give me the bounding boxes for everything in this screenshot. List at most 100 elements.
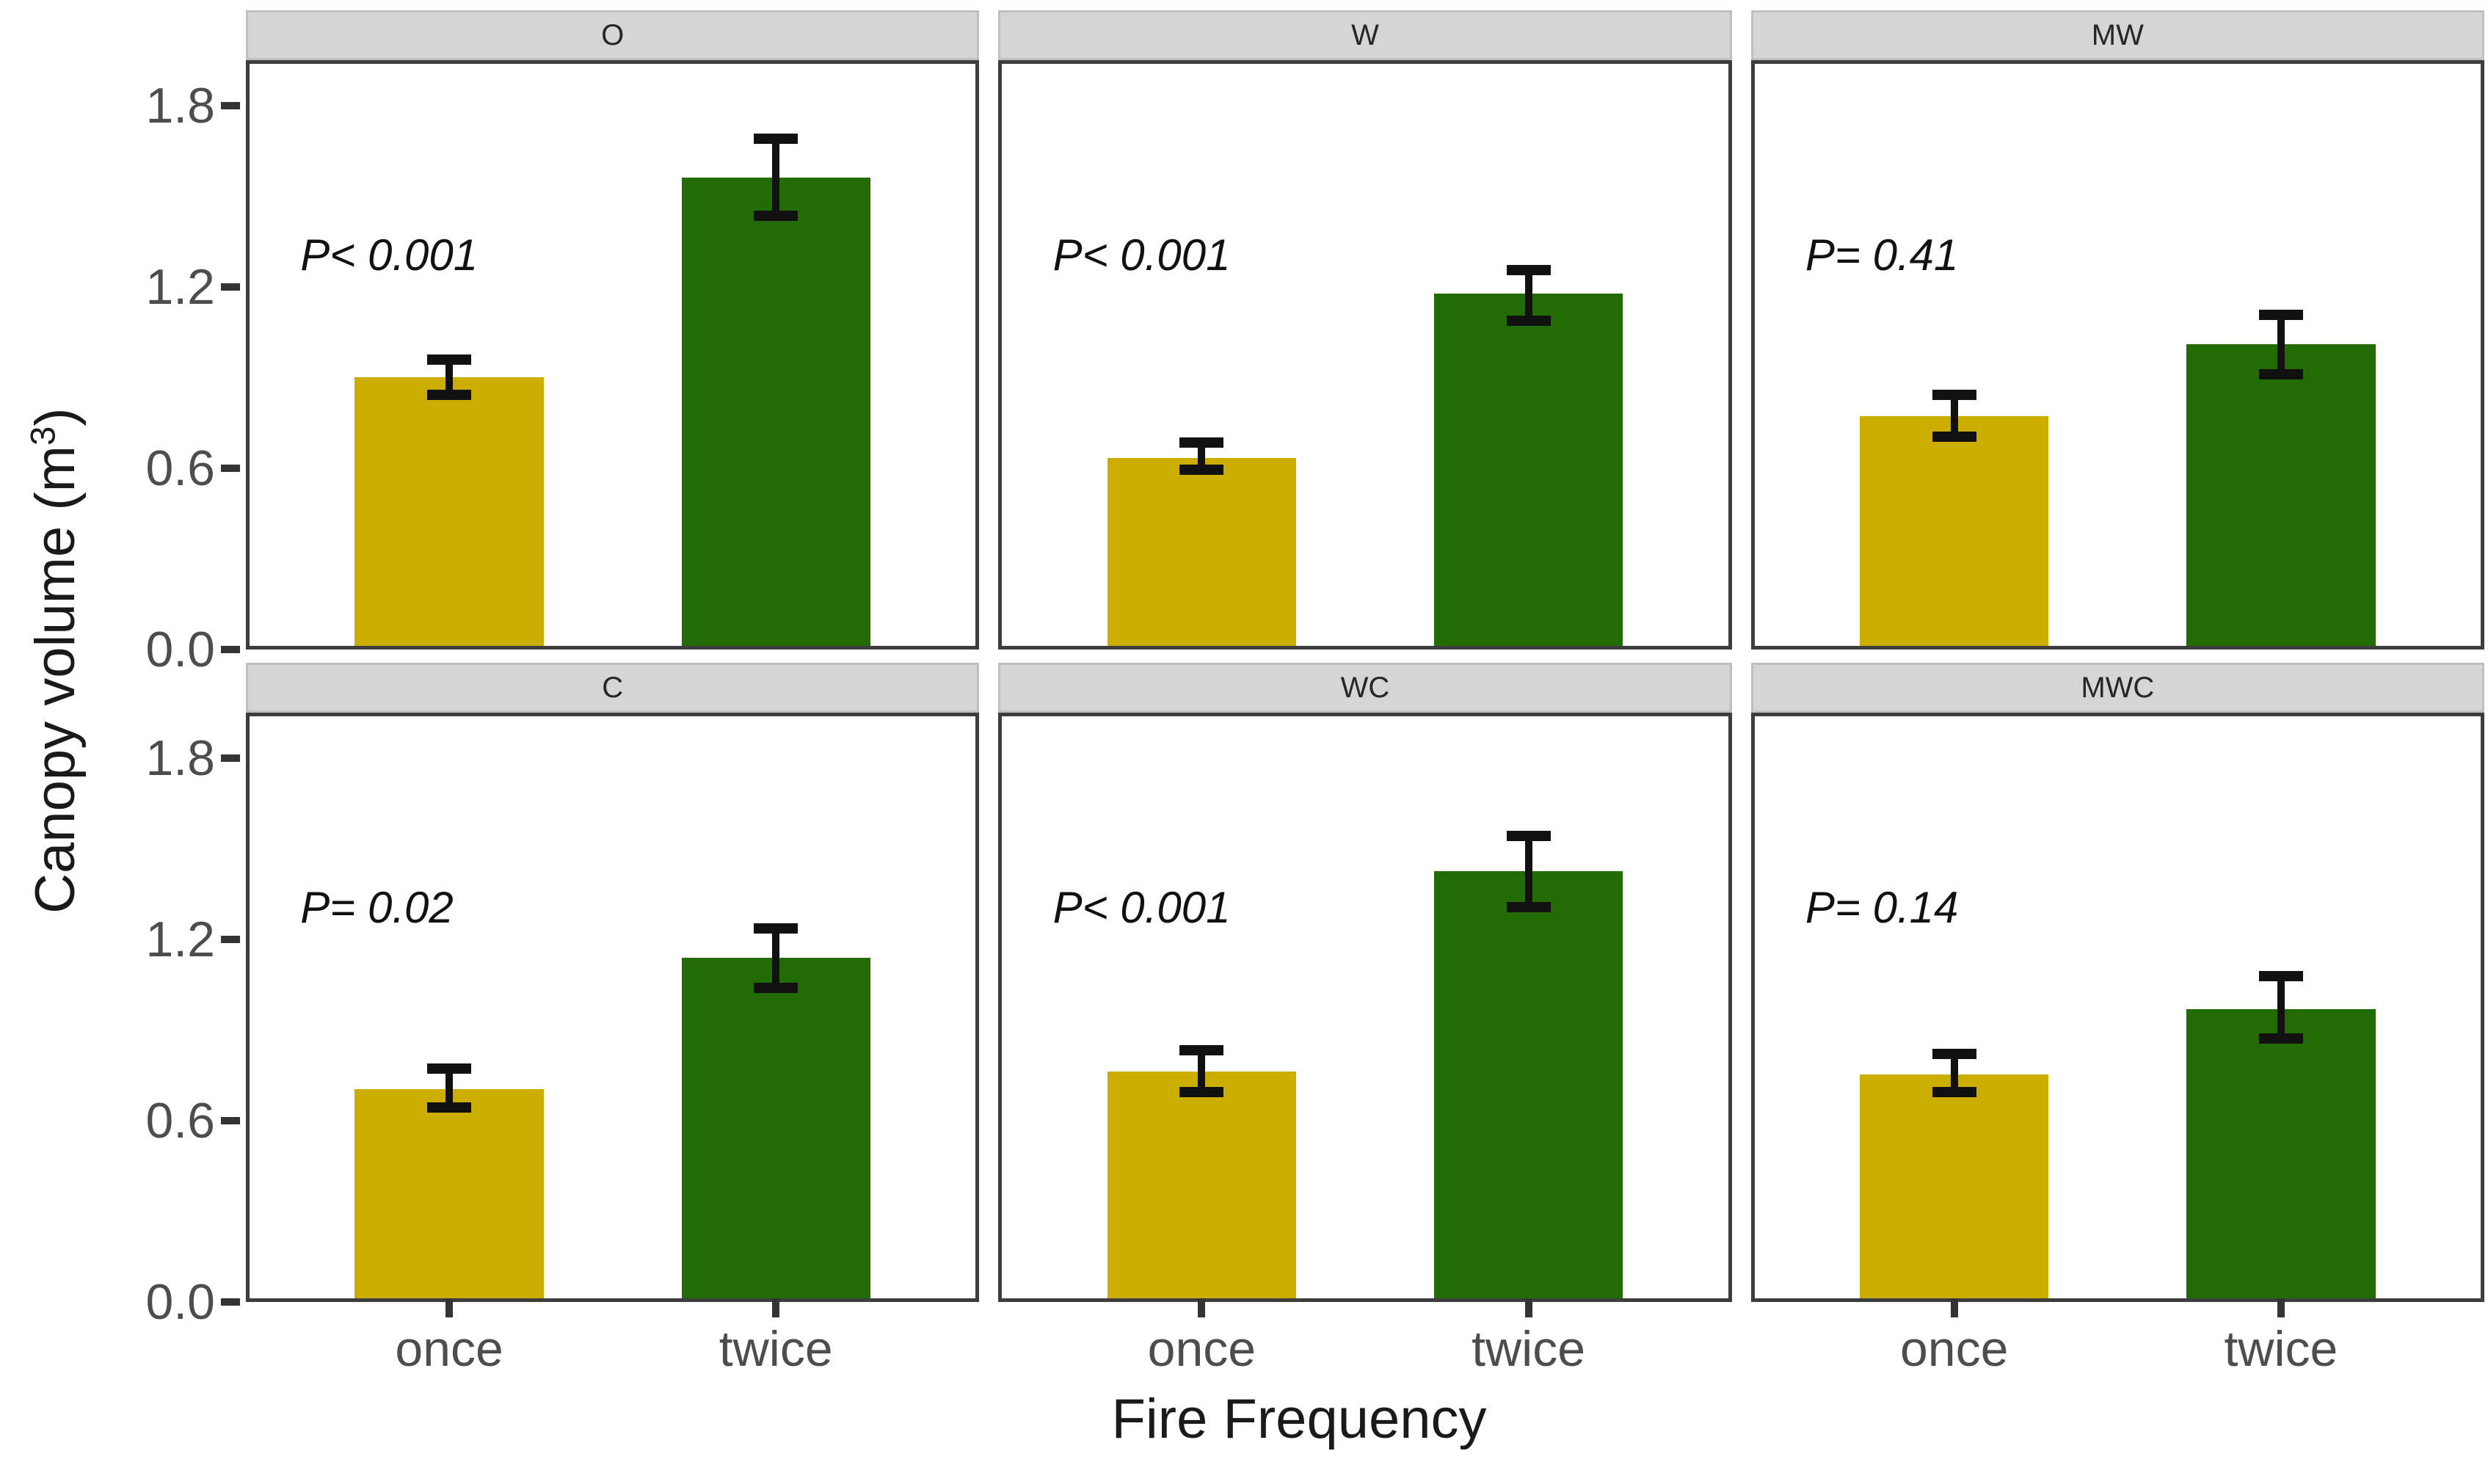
error-bar-cap-top — [1506, 830, 1551, 841]
bar-mw-once — [1860, 415, 2049, 646]
pvalue-annotation-c: P= 0.02 — [300, 883, 454, 933]
x-tick-mark — [1524, 1298, 1532, 1317]
error-bar-cap-bottom — [754, 211, 799, 222]
error-bar-cap-top — [1932, 390, 1976, 401]
bar-o-twice — [681, 177, 870, 646]
y-axis-ticks-top-row: 0.0 0.6 1.2 1.8 — [110, 60, 246, 677]
y-axis-title-superscript: 3 — [23, 426, 62, 445]
x-tick-mark — [445, 1298, 454, 1317]
y-tick-label-0.6: 0.6 — [145, 1092, 215, 1149]
error-bar-line — [445, 1068, 454, 1107]
pvalue-annotation-o: P< 0.001 — [300, 230, 479, 280]
facet-strip-label-w: W — [998, 10, 1732, 60]
y-tick-label-0.6: 0.6 — [145, 440, 215, 496]
plot-area: P= 0.14 once twice — [1755, 716, 2481, 1377]
y-tick-label-1.2: 1.2 — [145, 911, 215, 967]
facet-panel-c: C P= 0.02 once twice — [246, 663, 980, 1377]
error-bar-line — [772, 138, 780, 217]
error-bar-cap-top — [754, 133, 799, 144]
plot-panel-w: P< 0.001 — [998, 60, 1732, 650]
error-bar-cap-bottom — [427, 390, 472, 401]
error-bar-line — [1950, 1053, 1958, 1093]
x-tick-label-twice: twice — [1472, 1321, 1586, 1377]
y-tick-mark — [221, 1116, 240, 1124]
error-bar-line — [445, 359, 454, 396]
bar-wc-once — [1107, 1071, 1296, 1298]
y-tick-mark — [221, 464, 240, 472]
error-bar-line — [2277, 314, 2285, 374]
x-tick-mark — [1198, 1298, 1206, 1317]
plot-area: P< 0.001 once twice — [1002, 716, 1728, 1377]
x-tick-mark — [772, 1298, 780, 1317]
pvalue-annotation-mw: P= 0.41 — [1805, 230, 1959, 280]
error-bar-cap-top — [1506, 264, 1551, 275]
facet-strip-label-wc: WC — [998, 663, 1732, 713]
facet-strip-label-o: O — [246, 10, 980, 60]
error-bar-cap-bottom — [2258, 1033, 2303, 1044]
plot-panel-mwc: P= 0.14 once twice — [1750, 713, 2484, 1377]
facet-panel-wc: WC P< 0.001 once twice — [998, 663, 1732, 1377]
x-tick-label-twice: twice — [2224, 1321, 2338, 1377]
facet-panel-mwc: MWC P= 0.14 once twice — [1750, 663, 2484, 1377]
error-bar-line — [772, 928, 780, 989]
plot-panel-o: P< 0.001 — [246, 60, 980, 650]
bar-w-twice — [1433, 294, 1623, 646]
x-axis-ticks: once twice — [1002, 1298, 1728, 1383]
y-axis-title-text: Canopy volume (m — [24, 445, 87, 914]
plot-area: P= 0.41 — [1755, 64, 2481, 646]
error-bar-cap-top — [1932, 1048, 1976, 1059]
y-axis-title-paren: ) — [24, 407, 87, 426]
facet-strip-label-c: C — [246, 663, 980, 713]
y-tick-label-0.0: 0.0 — [145, 622, 215, 677]
x-tick-label-once: once — [395, 1321, 503, 1377]
bar-wc-twice — [1433, 871, 1623, 1298]
facet-strip-label-mwc: MWC — [1750, 663, 2484, 713]
bar-mw-twice — [2186, 344, 2376, 646]
plot-panel-c: P= 0.02 once twice — [246, 713, 980, 1377]
y-tick-label-1.2: 1.2 — [145, 258, 215, 315]
x-tick-mark — [1950, 1298, 1958, 1317]
error-bar-cap-top — [2258, 970, 2303, 981]
error-bar-cap-bottom — [754, 983, 799, 994]
error-bar-line — [1524, 835, 1532, 908]
error-bar-cap-top — [427, 354, 472, 365]
x-axis-ticks: once twice — [250, 1298, 975, 1383]
error-bar-line — [1198, 443, 1206, 470]
plot-area: P< 0.001 — [250, 64, 975, 646]
error-bar-cap-top — [1179, 1045, 1224, 1056]
y-tick-mark — [221, 646, 240, 653]
error-bar-cap-top — [427, 1063, 472, 1074]
plot-panel-wc: P< 0.001 once twice — [998, 713, 1732, 1377]
y-tick-label-1.8: 1.8 — [145, 77, 215, 134]
error-bar-line — [1524, 269, 1532, 321]
pvalue-annotation-wc: P< 0.001 — [1052, 883, 1231, 933]
error-bar-line — [2277, 975, 2285, 1039]
y-tick-mark — [221, 1298, 240, 1306]
y-tick-mark — [221, 283, 240, 291]
plot-panel-mw: P= 0.41 — [1750, 60, 2484, 650]
error-bar-line — [1950, 395, 1958, 437]
error-bar-cap-top — [754, 923, 799, 934]
y-tick-mark — [221, 754, 240, 762]
error-bar-cap-bottom — [1179, 465, 1224, 476]
error-bar-cap-bottom — [1932, 1087, 1976, 1098]
x-tick-label-once: once — [1147, 1321, 1256, 1377]
facet-panel-o: O P< 0.001 — [246, 10, 980, 650]
x-tick-label-once: once — [1899, 1321, 2009, 1377]
error-bar-cap-bottom — [1932, 432, 1976, 443]
error-bar-cap-bottom — [427, 1102, 472, 1113]
bar-c-once — [354, 1089, 544, 1298]
y-tick-mark — [221, 101, 240, 109]
x-tick-label-twice: twice — [719, 1321, 833, 1377]
plot-area: P= 0.02 once twice — [250, 716, 975, 1377]
plot-area: P< 0.001 — [1002, 64, 1728, 646]
x-axis-title: Fire Frequency — [1111, 1388, 1487, 1450]
bar-c-twice — [681, 958, 870, 1298]
y-tick-label-0.0: 0.0 — [145, 1274, 215, 1330]
pvalue-annotation-mwc: P= 0.14 — [1805, 883, 1959, 933]
